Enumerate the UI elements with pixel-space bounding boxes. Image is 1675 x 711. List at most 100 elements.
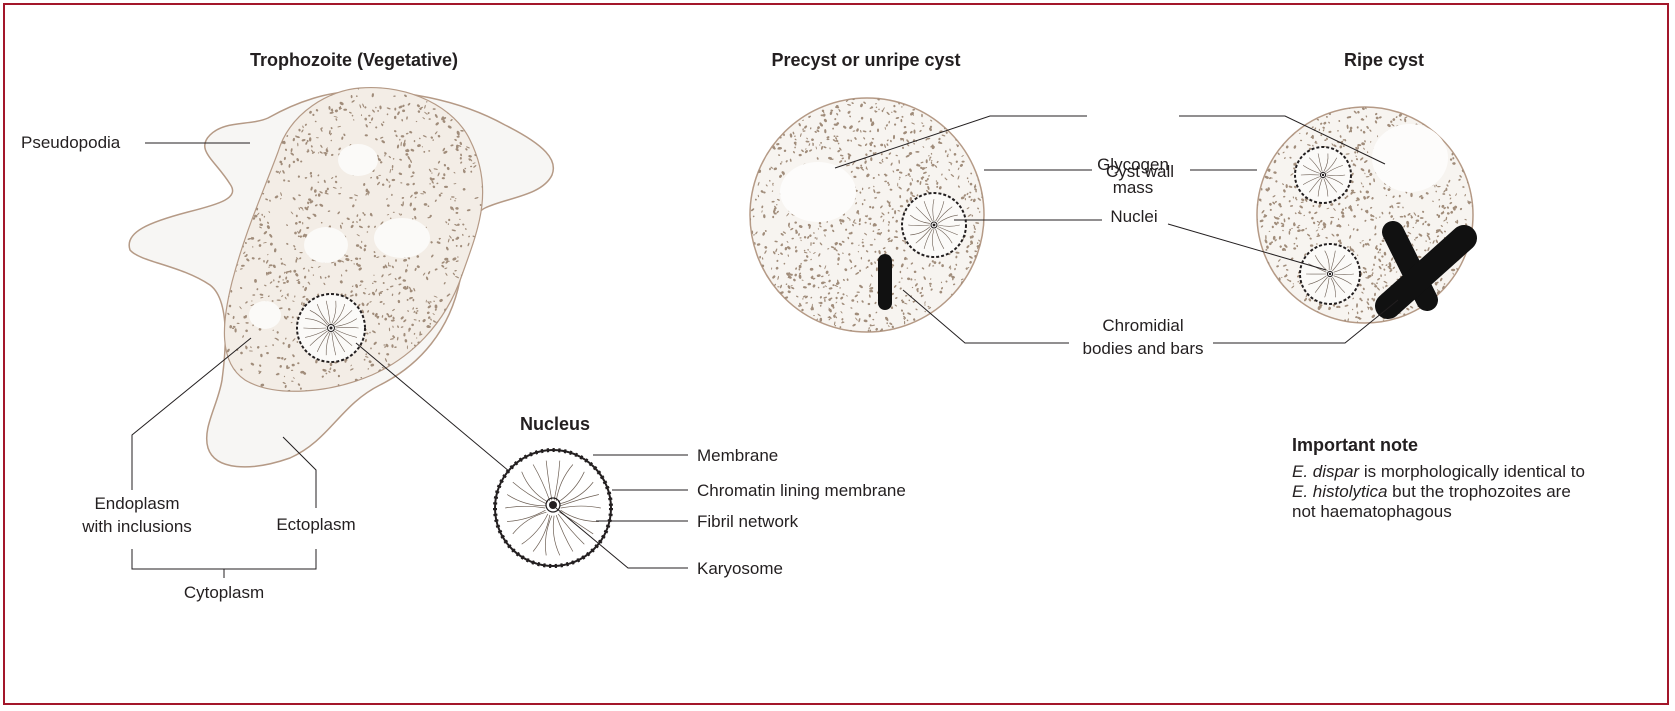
granule (472, 354, 475, 356)
granule (303, 85, 306, 88)
granule (459, 353, 460, 356)
ripe-cyst-cell (1253, 104, 1477, 327)
granule (1275, 315, 1278, 318)
granule (220, 327, 224, 330)
granule (477, 84, 479, 86)
granule (441, 392, 443, 394)
granule (1432, 121, 1434, 122)
granule (761, 111, 764, 114)
granule (1412, 114, 1416, 118)
granule (493, 383, 497, 385)
granule (965, 301, 968, 304)
granule (969, 282, 972, 284)
granule (470, 352, 472, 355)
granule (751, 106, 754, 107)
granule (457, 374, 460, 377)
granule (815, 99, 818, 103)
granule (982, 296, 986, 298)
granule (765, 108, 768, 112)
granule (1459, 140, 1461, 142)
granule (770, 290, 773, 293)
granule (1259, 323, 1263, 325)
granule (1261, 262, 1265, 265)
cyst-wall-label: Cyst wall (1106, 162, 1174, 181)
granule (807, 327, 809, 331)
granule (1460, 304, 1463, 308)
granule (460, 380, 462, 381)
granule (975, 287, 978, 290)
granule (1302, 318, 1304, 321)
granule (978, 283, 982, 285)
precyst-nucleus (902, 193, 966, 257)
granule (1422, 320, 1425, 324)
granule (418, 368, 422, 372)
granule (1261, 321, 1265, 325)
granule (959, 289, 962, 292)
granule (1290, 316, 1292, 318)
granule (231, 113, 234, 116)
granule (437, 355, 441, 357)
granule (1414, 316, 1417, 319)
granule (1288, 318, 1291, 320)
granule (474, 330, 475, 332)
granule (1463, 149, 1467, 152)
granule (1461, 293, 1464, 296)
granule (1259, 147, 1262, 149)
granule (396, 382, 397, 383)
granule (751, 129, 754, 132)
granule (1284, 312, 1286, 315)
granule (947, 99, 950, 102)
granule (752, 310, 754, 314)
granule (478, 230, 481, 232)
granule (1262, 168, 1265, 171)
granule (972, 141, 975, 144)
granule (986, 109, 990, 114)
granule (1452, 146, 1455, 148)
granule (749, 139, 752, 142)
granule (466, 98, 469, 100)
granule (1259, 108, 1261, 111)
granule (411, 373, 413, 375)
granule (766, 309, 770, 313)
granule (757, 125, 759, 128)
granule (429, 183, 431, 184)
granule (984, 270, 986, 274)
granule (1285, 133, 1288, 136)
granule (747, 235, 750, 238)
granule (759, 156, 761, 158)
granule (1473, 300, 1475, 302)
granule (1253, 139, 1257, 143)
granule (908, 96, 909, 100)
granule (369, 85, 371, 87)
granule (1472, 305, 1477, 307)
granule (1293, 300, 1294, 302)
granule (440, 358, 443, 362)
granule (493, 347, 497, 351)
granule (979, 330, 982, 333)
granule (1472, 282, 1476, 285)
granule (232, 108, 235, 111)
granule (964, 121, 968, 124)
granule (459, 400, 462, 405)
granule (1462, 109, 1464, 113)
granule (1466, 117, 1469, 121)
granule (1311, 110, 1313, 111)
granule (1302, 110, 1305, 113)
granule (1459, 315, 1461, 319)
granule (455, 368, 458, 372)
granule (215, 176, 216, 179)
granule (788, 104, 791, 107)
granule (984, 285, 988, 289)
granule (1468, 135, 1470, 137)
granule (957, 97, 959, 99)
granule (472, 285, 476, 289)
granule (1446, 319, 1449, 322)
granule (463, 290, 465, 293)
granule (1473, 284, 1476, 287)
granule (1444, 320, 1447, 322)
granule (985, 300, 987, 302)
granule (952, 305, 954, 308)
granule (495, 381, 497, 385)
granule (479, 322, 482, 325)
granule (748, 191, 750, 192)
